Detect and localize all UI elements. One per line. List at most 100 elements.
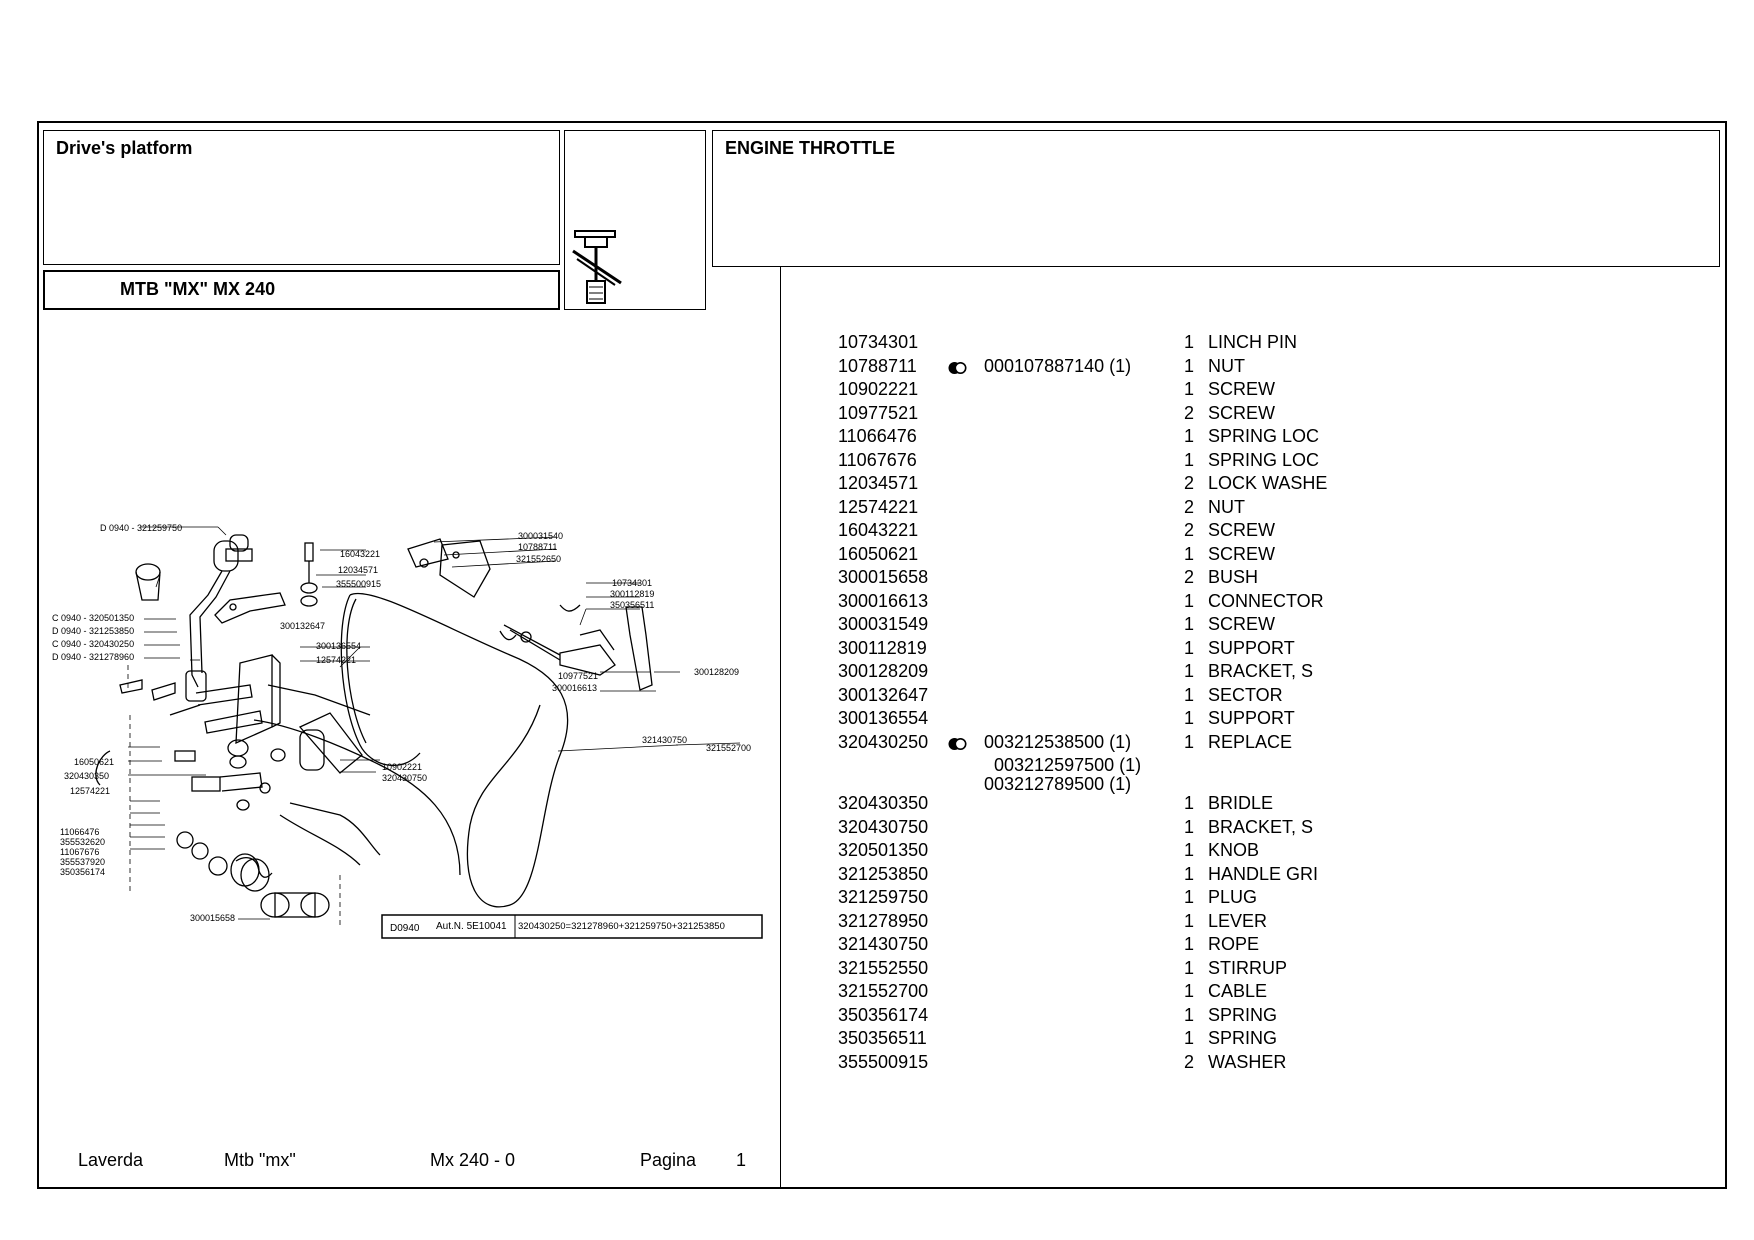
part-description: PLUG bbox=[1208, 887, 1258, 907]
part-code: 321552700 bbox=[838, 981, 929, 1001]
part-description: NUT bbox=[1208, 355, 1245, 376]
section-icon-box bbox=[564, 130, 706, 310]
part-description: SCREW bbox=[1208, 543, 1275, 564]
part-quantity: 2 bbox=[1183, 402, 1194, 423]
part-code: 350356174 bbox=[838, 1004, 929, 1025]
callout-label: 11067676 bbox=[60, 847, 99, 857]
part-code: 16043221 bbox=[838, 520, 919, 540]
replacement-code: 003212538500 (1) bbox=[984, 731, 1132, 752]
part-quantity: 1 bbox=[1183, 355, 1194, 376]
part-description: NUT bbox=[1208, 496, 1245, 517]
section-title: Drive's platform bbox=[56, 138, 193, 158]
part-description: SUPPORT bbox=[1208, 637, 1295, 658]
part-quantity: 2 bbox=[1183, 520, 1194, 540]
part-code: 320430750 bbox=[838, 816, 929, 837]
part-quantity: 1 bbox=[1183, 863, 1194, 884]
callout-label: C 0940 - 320430250 bbox=[52, 639, 134, 649]
part-quantity: 1 bbox=[1183, 449, 1194, 470]
part-quantity: 1 bbox=[1183, 816, 1194, 837]
part-description: SCREW bbox=[1208, 614, 1275, 634]
part-quantity: 1 bbox=[1183, 887, 1194, 907]
callout-label: 320430750 bbox=[382, 773, 427, 783]
footer-page-number: 1 bbox=[736, 1150, 747, 1170]
part-code: 321552550 bbox=[838, 957, 929, 978]
callout-label: 321552700 bbox=[706, 743, 751, 753]
callout-label: D 0940 - 321259750 bbox=[100, 523, 182, 533]
part-description: SPRING bbox=[1208, 1004, 1278, 1025]
callout-label: 321430750 bbox=[642, 735, 687, 745]
part-description: LEVER bbox=[1208, 910, 1268, 931]
part-quantity: 1 bbox=[1183, 840, 1194, 860]
part-code: 300016613 bbox=[838, 590, 929, 611]
part-code: 321259750 bbox=[838, 887, 929, 907]
callout-label: 10902221 bbox=[382, 762, 422, 772]
part-code: 11066476 bbox=[838, 426, 917, 446]
part-quantity: 2 bbox=[1183, 496, 1194, 517]
part-description: WASHER bbox=[1208, 1051, 1287, 1072]
part-description: LINCH PIN bbox=[1208, 332, 1298, 352]
callout-label: 355537920 bbox=[60, 857, 105, 867]
callout-label: 12574221 bbox=[316, 655, 356, 665]
part-description: CABLE bbox=[1208, 981, 1268, 1001]
callout-label: 11066476 bbox=[60, 827, 99, 837]
group-title: ENGINE THROTTLE bbox=[725, 138, 895, 158]
part-description: BRIDLE bbox=[1208, 793, 1274, 813]
part-code: 300112819 bbox=[838, 637, 927, 658]
part-description: KNOB bbox=[1208, 840, 1260, 860]
part-quantity: 1 bbox=[1183, 661, 1194, 681]
part-code: 321253850 bbox=[838, 863, 929, 884]
part-code: 350356511 bbox=[838, 1028, 927, 1048]
callout-label: 350356511 bbox=[610, 600, 654, 610]
part-quantity: 1 bbox=[1183, 934, 1194, 954]
part-description: SCREW bbox=[1208, 379, 1275, 399]
footer-brand: Laverda bbox=[78, 1150, 144, 1170]
part-quantity: 1 bbox=[1183, 957, 1194, 978]
note-text: 320430250=321278960+321259750+321253850 bbox=[518, 921, 725, 932]
throttle-control-icon bbox=[572, 230, 622, 304]
callout-label: 16050621 bbox=[74, 757, 114, 767]
replacement-code: 003212597500 (1) bbox=[994, 755, 1142, 775]
part-quantity: 1 bbox=[1183, 1004, 1194, 1025]
part-code: 320430350 bbox=[838, 793, 929, 813]
part-description: LOCK WASHE bbox=[1208, 473, 1328, 493]
part-description: BUSH bbox=[1208, 567, 1259, 587]
part-description: SECTOR bbox=[1208, 684, 1283, 705]
callout-label: 300136554 bbox=[316, 641, 361, 651]
replacement-code: 003212789500 (1) bbox=[984, 774, 1132, 794]
callout-label: C 0940 - 320501350 bbox=[52, 613, 134, 623]
group-box bbox=[712, 130, 1720, 267]
part-description: STIRRUP bbox=[1208, 957, 1288, 978]
part-quantity: 1 bbox=[1183, 379, 1194, 399]
part-code: 10734301 bbox=[838, 332, 919, 352]
footer-model: Mx 240 - 0 bbox=[430, 1150, 516, 1170]
callout-label: 300128209 bbox=[694, 667, 739, 677]
part-description: CONNECTOR bbox=[1208, 590, 1324, 611]
callout-label: 300112819 bbox=[610, 589, 654, 599]
part-quantity: 1 bbox=[1183, 910, 1194, 931]
part-code: 16050621 bbox=[838, 543, 919, 564]
part-code: 321430750 bbox=[838, 934, 929, 954]
callout-label: 350356174 bbox=[60, 867, 105, 877]
callout-label: 16043221 bbox=[340, 549, 380, 559]
part-description: SPRING bbox=[1208, 1028, 1278, 1048]
callout-label: 12034571 bbox=[338, 565, 378, 575]
callout-label: 12574221 bbox=[70, 786, 110, 796]
callout-label: 10977521 bbox=[558, 671, 598, 681]
part-quantity: 1 bbox=[1183, 426, 1194, 446]
callout-label: D 0940 - 321253850 bbox=[52, 626, 134, 636]
part-quantity: 1 bbox=[1183, 708, 1194, 728]
callout-label: 300015658 bbox=[190, 913, 235, 923]
callout-label: 321552650 bbox=[516, 554, 561, 564]
diagram-note: D0940 Aut.N. 5E10041 320430250=321278960… bbox=[381, 914, 763, 939]
callout-label: 320430350 bbox=[64, 771, 109, 781]
part-code: 355500915 bbox=[838, 1051, 929, 1072]
part-description: SPRING LOC bbox=[1208, 449, 1320, 470]
part-description: REPLACE bbox=[1208, 731, 1293, 752]
part-code: 10788711 bbox=[838, 355, 917, 376]
part-quantity: 1 bbox=[1183, 793, 1194, 813]
callout-label: 300016613 bbox=[552, 683, 597, 693]
part-code: 10977521 bbox=[838, 402, 919, 423]
part-quantity: 1 bbox=[1183, 731, 1194, 752]
part-quantity: 1 bbox=[1183, 981, 1194, 1001]
replacement-code: 000107887140 (1) bbox=[984, 355, 1132, 376]
